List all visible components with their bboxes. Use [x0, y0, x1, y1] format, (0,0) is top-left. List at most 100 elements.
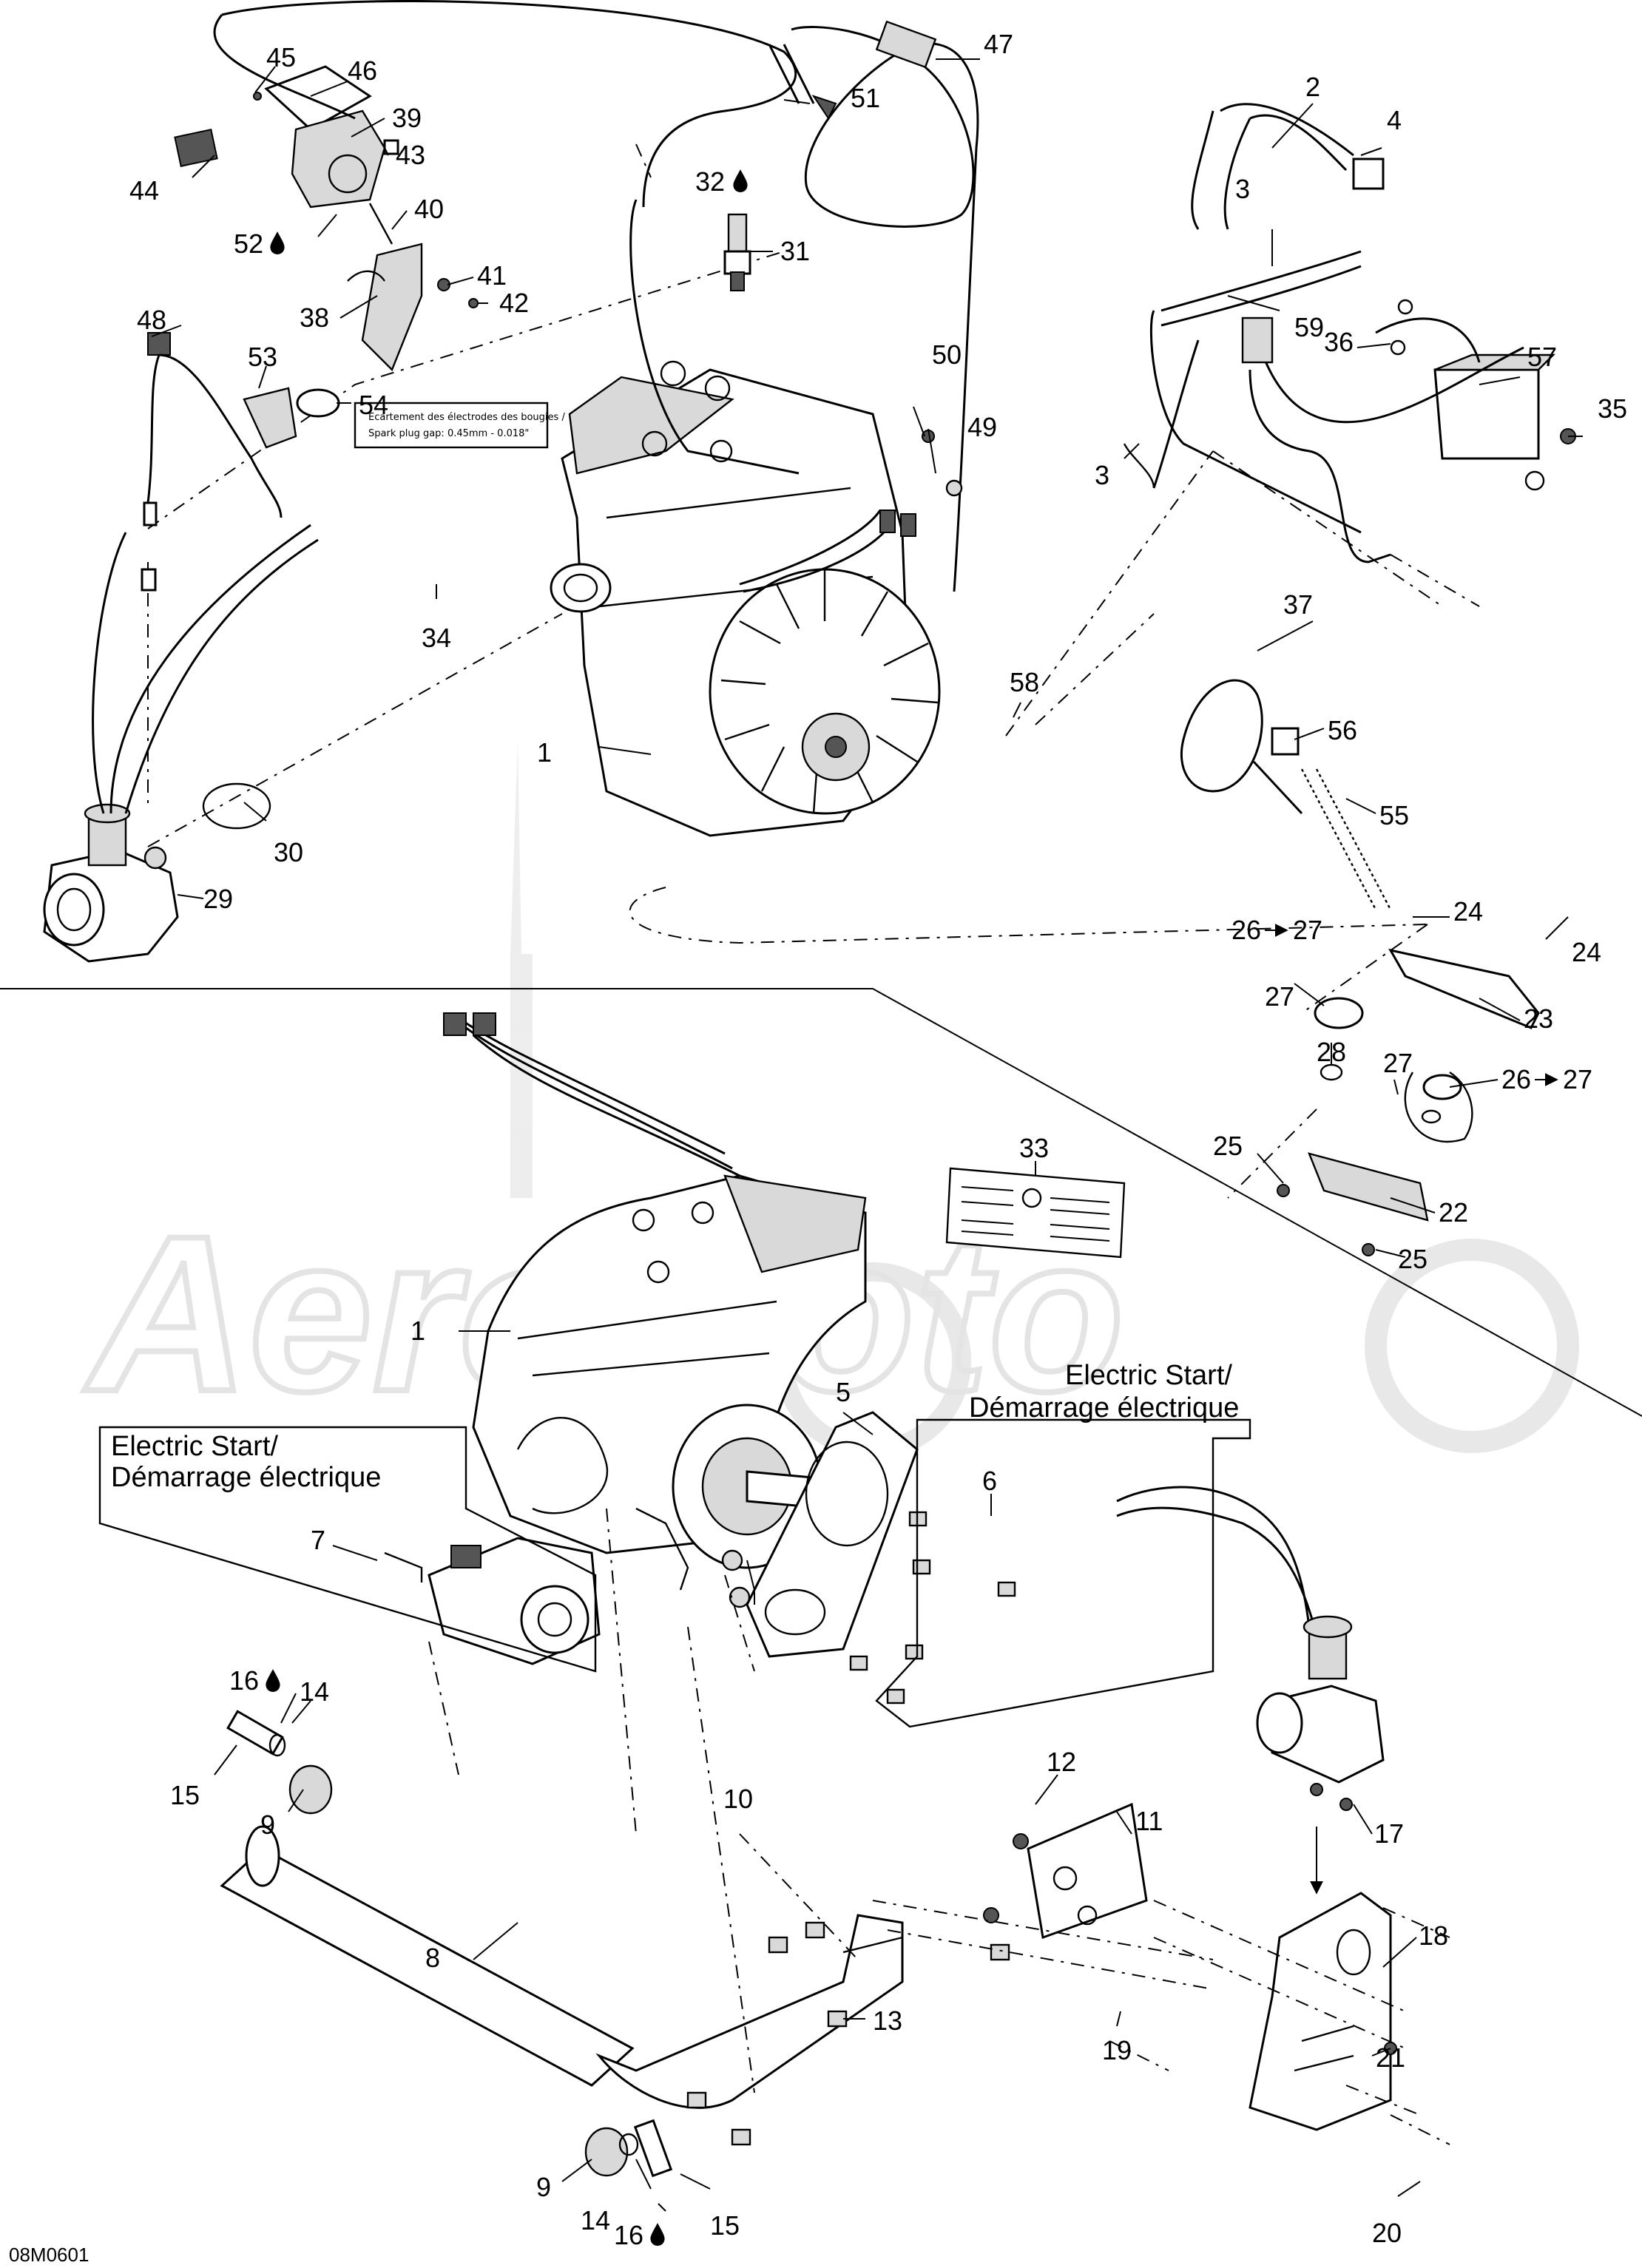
callout-15-b: 15: [710, 2210, 740, 2241]
callout-3-top: 3: [1235, 174, 1250, 204]
callout-48: 48: [137, 305, 166, 335]
note-right-line-1: Electric Start/: [1065, 1360, 1232, 1391]
clamp: [202, 782, 271, 830]
callout-7: 7: [311, 1525, 325, 1555]
callout-27-a: 27: [1265, 981, 1294, 1012]
callout-17: 17: [1374, 1818, 1404, 1849]
callout-16-a: 16: [229, 1665, 259, 1696]
callout-9-a: 9: [260, 1810, 275, 1840]
bushing-bolts: [226, 1710, 673, 2178]
callout-12: 12: [1047, 1747, 1076, 1777]
callout-11: 11: [1135, 1806, 1163, 1836]
assembly-dashed-lines-upper: [147, 143, 1443, 1199]
callout-10: 10: [723, 1784, 753, 1814]
callout-16-b: 16: [614, 2220, 643, 2250]
drop-icon: [650, 2223, 665, 2246]
callout-9-b: 9: [536, 2172, 551, 2202]
callout-15-a: 15: [170, 1780, 200, 1810]
callout-56: 56: [1328, 715, 1357, 745]
callout-43: 43: [396, 140, 425, 170]
ignition-coil: [1241, 299, 1576, 607]
callout-20: 20: [1372, 2218, 1402, 2248]
callout-51: 51: [851, 83, 880, 113]
callout-27-b: 27: [1383, 1048, 1413, 1078]
callout-36: 36: [1324, 327, 1354, 357]
spark-plug-gap-decal: Ecartement des électrodes des bougies / …: [354, 402, 565, 449]
callout-leaders: [151, 58, 1583, 2212]
callout-4: 4: [1387, 105, 1402, 135]
decal-line-1: Ecartement des électrodes des bougies /: [368, 412, 565, 423]
callout-31: 31: [780, 236, 810, 266]
callout-59: 59: [1294, 312, 1324, 342]
ground-wire: [629, 199, 800, 475]
callout-57: 57: [1527, 342, 1557, 372]
note-left-line-2: Démarrage électrique: [111, 1462, 381, 1493]
callout-42: 42: [499, 288, 529, 318]
throttle-cable: [141, 332, 340, 592]
electric-starter: [384, 1537, 601, 1665]
engine-assembly-upper: [550, 360, 941, 837]
callout-2: 2: [1305, 72, 1320, 102]
recoil-handle: [1180, 679, 1392, 910]
callout-46: 46: [348, 55, 377, 86]
note-left-line-1: Electric Start/: [111, 1431, 278, 1462]
callouts: 45 46 39 43 44 40 52 38 41 42 48 53 54 4…: [129, 29, 1627, 2250]
spark-plug-cap: [875, 20, 937, 69]
drop-icon: [270, 231, 285, 254]
engine-warning-decal: [945, 1167, 1126, 1259]
callout-45: 45: [266, 42, 296, 72]
callout-39: 39: [392, 103, 422, 133]
engine-base-frame: [220, 1549, 1010, 2177]
callout-25-a: 25: [1213, 1131, 1243, 1161]
callout-32: 32: [695, 166, 725, 197]
drop-icon: [733, 169, 748, 192]
watermark: AeroMoto: [79, 739, 1579, 1459]
callout-1-top: 1: [537, 737, 552, 768]
callout-24-a: 24: [1453, 896, 1483, 927]
wiring-harness-main: [213, 0, 797, 208]
callout-6: 6: [982, 1466, 997, 1496]
callout-38: 38: [300, 302, 329, 333]
callout-13: 13: [873, 2005, 902, 2036]
callout-33: 33: [1019, 1133, 1049, 1163]
callout-26-27-b: 26: [1501, 1064, 1531, 1094]
callout-34: 34: [422, 623, 451, 653]
callout-26-27-a-to: 27: [1293, 915, 1322, 945]
figure-code: 08M0601: [9, 2244, 89, 2266]
callout-14-b: 14: [581, 2205, 610, 2235]
callout-52: 52: [234, 229, 263, 259]
callout-8: 8: [425, 1943, 440, 1973]
drop-icon: [266, 1669, 280, 1692]
spark-plug: [723, 213, 751, 291]
carburetor-mount-plate: [1249, 1892, 1397, 2131]
fuel-hoses-upper-right: [1123, 103, 1385, 534]
callout-54: 54: [359, 390, 388, 420]
callout-47: 47: [984, 29, 1013, 59]
callout-26-27-b-to: 27: [1563, 1064, 1592, 1094]
electric-start-note-box-right: Electric Start/ Démarrage électrique: [875, 1360, 1251, 1728]
callout-26-27-a: 26: [1232, 915, 1261, 945]
callout-37: 37: [1283, 589, 1313, 620]
callout-40: 40: [414, 194, 444, 224]
callout-3-bottom: 3: [1095, 460, 1109, 490]
callout-21: 21: [1376, 2042, 1405, 2073]
decal-line-2: Spark plug gap: 0.45mm - 0.018": [368, 428, 529, 439]
mount-bracket-upper: [1277, 948, 1540, 1256]
callout-23: 23: [1524, 1003, 1553, 1034]
carburetor-lower: [1116, 1486, 1385, 1811]
callout-55: 55: [1379, 800, 1409, 830]
callout-5: 5: [836, 1377, 851, 1407]
callout-14-a: 14: [300, 1676, 329, 1707]
section-divider: [0, 988, 1642, 1417]
callout-35: 35: [1598, 393, 1627, 424]
callout-18: 18: [1419, 1920, 1448, 1951]
spark-plug-wire: [768, 44, 815, 104]
callout-24-b: 24: [1572, 937, 1601, 967]
assembly-dashed-lines-lower: [428, 1508, 1450, 2145]
electric-start-note-box-left: Electric Start/ Démarrage électrique: [98, 1426, 597, 1673]
callout-19: 19: [1102, 2035, 1132, 2065]
callout-29: 29: [203, 884, 233, 914]
callout-44: 44: [129, 175, 159, 206]
callout-50: 50: [932, 339, 962, 370]
